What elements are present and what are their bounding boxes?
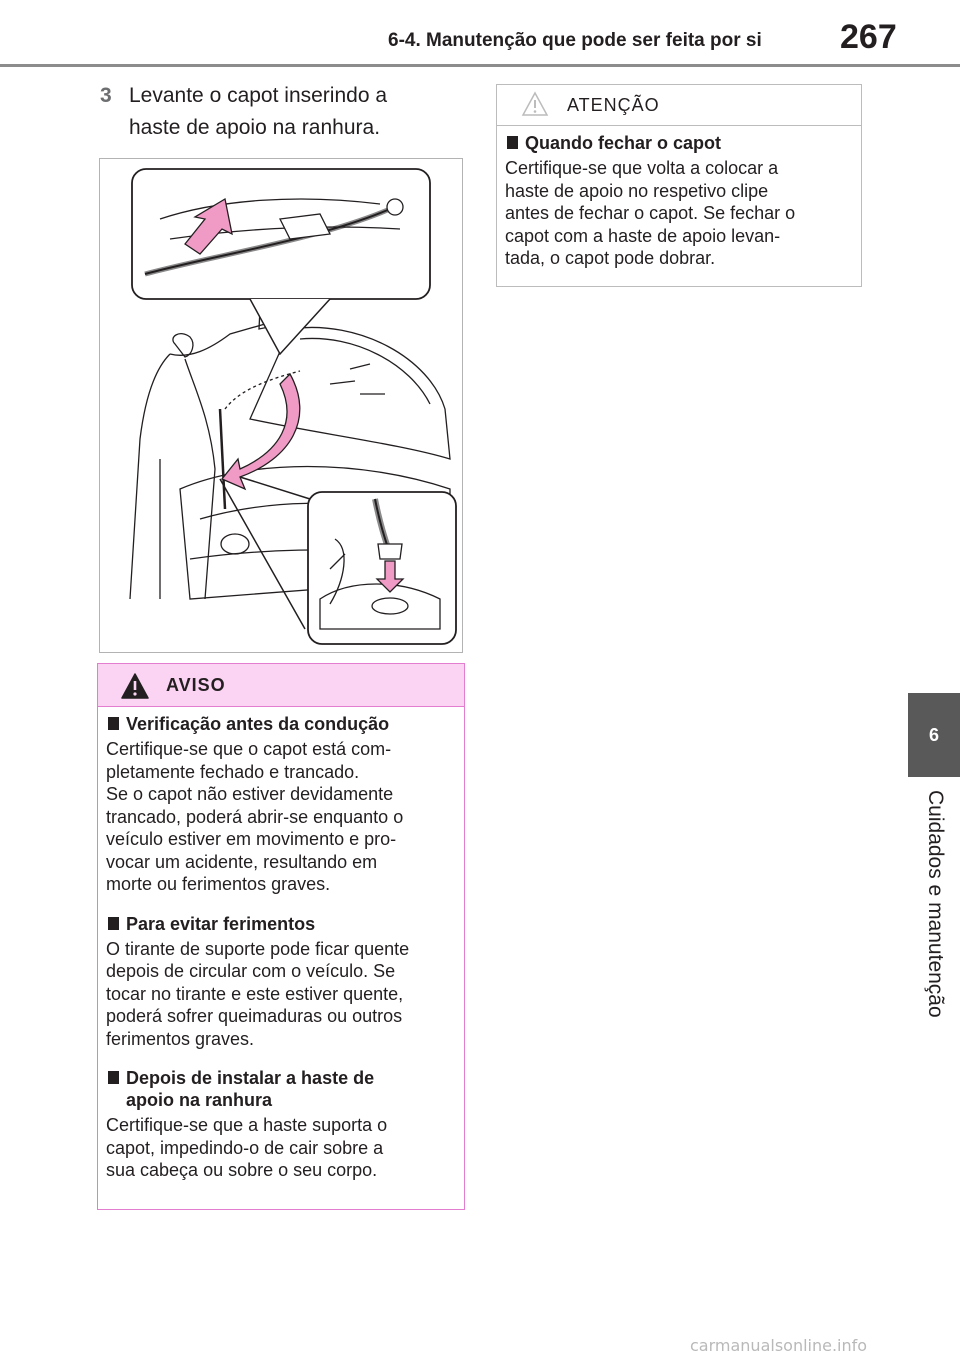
curved-arrow-pink — [220, 372, 301, 491]
footer-watermark: carmanualsonline.info — [690, 1336, 868, 1355]
warning-text-line: ferimentos graves. — [106, 1028, 255, 1049]
warning-heading-line: Depois de instalar a haste de — [126, 1068, 375, 1088]
page-number: 267 — [840, 18, 897, 56]
step-text-line1: Levante o capot inserindo a — [129, 84, 388, 107]
attention-text-line: capot com a haste de apoio levan- — [505, 225, 781, 246]
warning-text-line: sua cabeça ou sobre o seu corpo. — [106, 1160, 378, 1180]
chapter-tab[interactable]: 6 — [908, 693, 960, 777]
warning-heading-line: apoio na ranhura — [126, 1090, 273, 1110]
warning-text-line: trancado, poderá abrir-se enquanto o — [106, 806, 404, 827]
warning-label: AVISO — [166, 674, 226, 695]
attention-box: ATENÇÃO Quando fechar o capot Certifique… — [496, 84, 862, 287]
warning-section-heading: Para evitar ferimentos — [106, 913, 456, 935]
warning-triangle-outline-icon — [521, 91, 549, 116]
warning-text-line: Certifique-se que o capot está com- — [106, 739, 392, 759]
warning-section-text: Certifique-se que o capot está com-pleta… — [106, 738, 456, 896]
warning-header: AVISO — [98, 664, 464, 707]
warning-text-line: veículo estiver em movimento e pro- — [106, 829, 397, 849]
attention-text-line: tada, o capot pode dobrar. — [505, 248, 716, 268]
attention-label: ATENÇÃO — [567, 94, 660, 115]
attention-text-line: antes de fechar o capot. Se fechar o — [505, 203, 796, 223]
chapter-title: Cuidados e manutenção — [924, 790, 947, 1018]
warning-heading-line: Verificação antes da condução — [126, 714, 390, 734]
up-arrow-pink — [184, 197, 233, 255]
hood-support-rod-illustration — [99, 158, 463, 653]
step-text-line2: haste de apoio na ranhura. — [129, 116, 381, 139]
attention-body: Quando fechar o capot Certifique-se que … — [497, 126, 861, 270]
step-3: 3 Levante o capot inserindo a haste de a… — [100, 80, 460, 144]
warning-text-line: Certifique-se que a haste suporta o — [106, 1115, 388, 1135]
step-number: 3 — [100, 84, 112, 107]
attention-header: ATENÇÃO — [497, 85, 861, 126]
warning-section-heading: Verificação antes da condução — [106, 713, 456, 735]
warning-text-line: pletamente fechado e trancado. — [106, 761, 360, 782]
attention-text-line: haste de apoio no respetivo clipe — [505, 180, 769, 201]
warning-text-line: capot, impedindo-o de cair sobre a — [106, 1137, 384, 1158]
warning-text-line: morte ou ferimentos graves. — [106, 874, 331, 894]
warning-triangle-filled-icon — [121, 673, 149, 699]
chapter-title-vertical: Cuidados e manutenção — [915, 790, 955, 1040]
warning-text-line: O tirante de suporte pode ficar quente — [106, 938, 410, 959]
warning-section: Para evitar ferimentos O tirante de supor… — [106, 913, 456, 1051]
attention-heading: Quando fechar o capot — [505, 132, 853, 154]
section-title: 6-4. Manutenção que pode ser feita por s… — [388, 30, 762, 51]
warning-text-line: Se o capot não estiver devidamente — [106, 784, 394, 804]
header-rule — [0, 64, 960, 67]
down-arrow-pink — [375, 560, 405, 593]
warning-text-line: depois de circular com o veículo. Se — [106, 961, 396, 981]
attention-text-line: Certifique-se que volta a colocar a — [505, 158, 779, 178]
bottom-inset-detail — [307, 491, 457, 645]
top-inset-detail — [131, 168, 431, 356]
warning-text-line: vocar um acidente, resultando em — [106, 851, 378, 872]
warning-text-line: poderá sofrer queimaduras ou outros — [106, 1006, 403, 1026]
warning-text-line: tocar no tirante e este estiver quente, — [106, 983, 404, 1004]
warning-heading-line: Para evitar ferimentos — [126, 913, 316, 934]
